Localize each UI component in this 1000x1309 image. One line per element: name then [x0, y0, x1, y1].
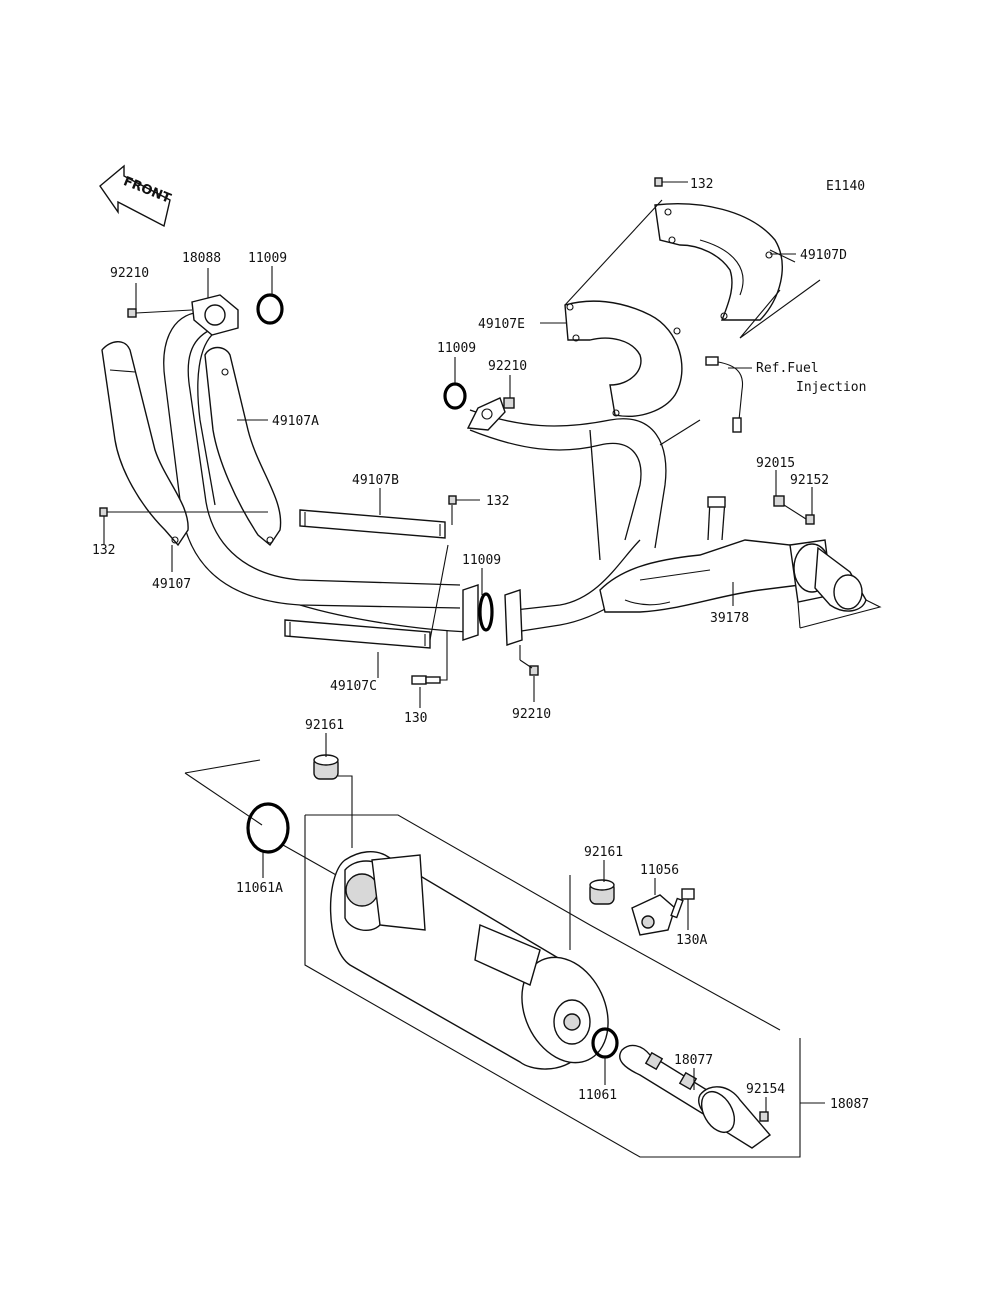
nut-92210-c: [529, 665, 539, 676]
label-92210-b: 92210: [488, 359, 527, 374]
nut-92210-b: [503, 397, 515, 409]
bolt-130: [411, 675, 441, 685]
label-18087: 18087: [830, 1097, 869, 1112]
heat-cover-49107d: [654, 203, 783, 321]
label-18088: 18088: [182, 251, 221, 266]
label-49107e: 49107E: [478, 317, 525, 332]
diagram-code: E1140: [826, 179, 865, 194]
label-92154: 92154: [746, 1082, 785, 1097]
joint-flange-left: [462, 584, 479, 641]
joint-pipe-39178: [599, 539, 867, 613]
label-130: 130: [404, 711, 427, 726]
label-11009-c: 11009: [462, 553, 501, 568]
nut-92210-a: [127, 308, 137, 318]
label-92161-a: 92161: [305, 718, 344, 733]
label-132-top: 132: [690, 177, 713, 192]
label-49107b: 49107B: [352, 473, 399, 488]
heat-shield-49107: [101, 341, 189, 547]
gasket-11009-a: [256, 293, 284, 325]
heat-cover-49107e: [564, 300, 683, 417]
muffler-body: [329, 851, 609, 1070]
label-49107d: 49107D: [800, 248, 847, 263]
joint-flange-right: [504, 589, 523, 646]
label-39178: 39178: [710, 611, 749, 626]
gasket-11009-b: [443, 382, 467, 410]
o2-sensor: [705, 356, 752, 433]
collar-92161-a: [313, 754, 339, 780]
label-92210-a: 92210: [110, 266, 149, 281]
flange-right: [466, 397, 506, 431]
screw-92154: [759, 1111, 769, 1122]
label-18077: 18077: [674, 1053, 713, 1068]
label-92210-c: 92210: [512, 707, 551, 722]
label-49107c: 49107C: [330, 679, 377, 694]
label-11061: 11061: [578, 1088, 617, 1103]
label-49107a: 49107A: [272, 414, 319, 429]
label-49107: 49107: [152, 577, 191, 592]
clamp-11056: [631, 894, 676, 936]
label-132-mid: 132: [486, 494, 509, 509]
label-ref-fuel: Ref.Fuel: [756, 361, 819, 376]
nut-92152: [805, 514, 815, 525]
bolt-132-top: [654, 177, 663, 187]
nut-92015: [773, 495, 785, 507]
label-92015: 92015: [756, 456, 795, 471]
label-132-left: 132: [92, 543, 115, 558]
label-11009-b: 11009: [437, 341, 476, 356]
flange-18088: [191, 294, 239, 336]
label-11056: 11056: [640, 863, 679, 878]
bolt-132-mid: [448, 495, 457, 505]
gasket-11009-c: [478, 592, 494, 632]
bolt-132-left: [99, 507, 108, 517]
label-11061a: 11061A: [236, 881, 283, 896]
label-92161-b: 92161: [584, 845, 623, 860]
label-11009-a: 11009: [248, 251, 287, 266]
label-92152: 92152: [790, 473, 829, 488]
label-ref-injection: Injection: [796, 380, 866, 395]
spark-arrester-18077: [619, 1044, 772, 1149]
bolt-130a: [670, 888, 695, 919]
collar-92161-b: [589, 879, 615, 905]
label-130a: 130A: [676, 933, 707, 948]
gasket-11061a: [246, 802, 290, 854]
heat-shield-49107b: [299, 509, 446, 539]
heat-shield-49107c: [284, 619, 431, 649]
heat-shield-49107a: [204, 346, 282, 547]
front-arrow-icon: FRONT: [99, 164, 173, 228]
